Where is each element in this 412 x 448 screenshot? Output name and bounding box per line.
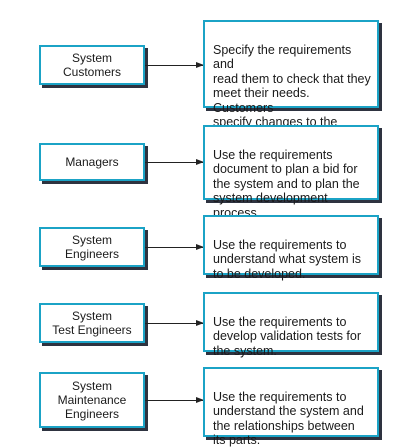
description-box-system-customers: Specify the requirements and read them t… xyxy=(203,20,379,144)
arrow-connector xyxy=(145,62,204,68)
actor-label: System Customers xyxy=(62,51,121,79)
actor-box-system-test-engineers: System Test Engineers xyxy=(39,303,145,343)
description-text: Use the requirements document to plan a … xyxy=(213,147,360,220)
actor-box-system-customers: System Customers xyxy=(39,45,145,85)
actor-label: Managers xyxy=(65,155,119,169)
description-text: Use the requirements to understand the s… xyxy=(213,389,364,448)
arrow-connector xyxy=(145,244,204,250)
description-box-system-test-engineers: Use the requirements to develop validati… xyxy=(203,292,379,358)
description-text: Use the requirements to develop validati… xyxy=(213,314,362,358)
description-box-managers: Use the requirements document to plan a … xyxy=(203,125,379,220)
description-box-system-maintenance-engineers: Use the requirements to understand the s… xyxy=(203,367,379,447)
actor-label: System Maintenance Engineers xyxy=(57,379,127,421)
arrow-connector xyxy=(145,397,204,403)
arrow-connector xyxy=(145,159,204,165)
description-text: Use the requirements to understand what … xyxy=(213,237,361,281)
actor-label: System Engineers xyxy=(64,233,120,261)
actor-box-system-maintenance-engineers: System Maintenance Engineers xyxy=(39,372,145,428)
actor-box-managers: Managers xyxy=(39,143,145,181)
actor-box-system-engineers: System Engineers xyxy=(39,227,145,267)
description-box-system-engineers: Use the requirements to understand what … xyxy=(203,215,379,281)
actor-label: System Test Engineers xyxy=(52,309,132,337)
arrow-connector xyxy=(145,320,204,326)
